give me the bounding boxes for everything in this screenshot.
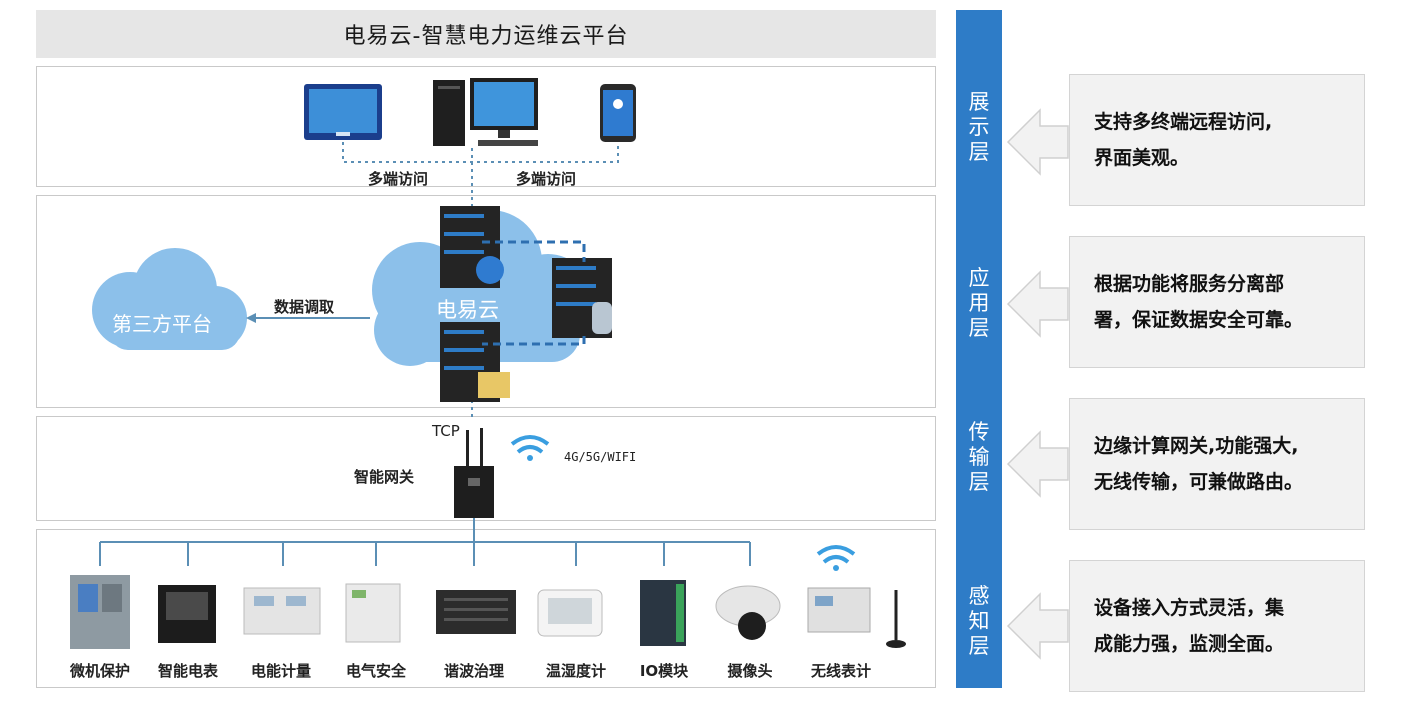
desc-line: 设备接入方式灵活，集 — [1094, 597, 1285, 619]
smart-gateway-icon — [454, 428, 494, 518]
relay-protection-device-icon — [70, 575, 130, 649]
device-label: IO模块 — [639, 662, 689, 680]
layer-label-transport: 传输层 — [968, 420, 990, 494]
desc-line: 界面美观。 — [1094, 147, 1190, 169]
desktop-pc-icon — [433, 78, 538, 146]
mobile-phone-icon — [600, 84, 636, 142]
device-label: 温湿度计 — [545, 662, 606, 680]
gateway-label: 智能网关 — [354, 468, 415, 486]
server-top-icon — [440, 206, 504, 288]
server-bottom-icon — [440, 322, 510, 402]
arrow-left-icon — [1006, 108, 1069, 176]
electrical-safety-device-icon — [345, 583, 401, 643]
device-label: 电气安全 — [345, 662, 406, 680]
arrow-left-icon — [1006, 592, 1069, 660]
arrow-left-icon — [1006, 270, 1069, 338]
device-label: 微机保护 — [69, 662, 130, 680]
access-label-right: 多端访问 — [516, 170, 577, 188]
arrow-left-icon — [1006, 430, 1069, 498]
wifi-icon — [510, 435, 550, 461]
layer-label-display: 展示层 — [968, 90, 990, 164]
harmonic-filter-icon — [436, 590, 516, 634]
access-label-left: 多端访问 — [368, 170, 429, 188]
desc-line: 无线传输，可兼做路由。 — [1094, 471, 1304, 493]
smart-meter-icon — [158, 585, 216, 643]
desc-box-perception: 设备接入方式灵活，集成能力强，监测全面。 — [1069, 560, 1365, 692]
device-label: 谐波治理 — [443, 662, 504, 680]
network-type-label: 4G/5G/WIFI — [564, 450, 637, 464]
device-label: 摄像头 — [727, 662, 773, 680]
energy-meter-icon — [243, 587, 321, 635]
wireless-signal-icon — [816, 545, 856, 571]
device-label: 智能电表 — [157, 662, 218, 680]
third-party-platform-label: 第三方平台 — [112, 312, 212, 336]
wireless-meter-icon — [807, 587, 906, 648]
layer-label-perception: 感知层 — [968, 584, 990, 658]
camera-icon — [715, 585, 781, 640]
desc-box-application: 根据功能将服务分离部署，保证数据安全可靠。 — [1069, 236, 1365, 368]
desc-line: 署，保证数据安全可靠。 — [1094, 309, 1304, 331]
desc-line: 成能力强，监测全面。 — [1094, 633, 1285, 655]
device-label: 无线表计 — [810, 662, 871, 680]
layer-label-application: 应用层 — [968, 266, 990, 340]
layer-bar: 展示层 应用层 传输层 感知层 — [956, 10, 1002, 688]
platform-title: 电易云-智慧电力运维云平台 — [36, 10, 936, 58]
third-party-cloud-icon — [92, 248, 247, 350]
desc-line: 边缘计算网关,功能强大, — [1094, 435, 1299, 457]
desc-box-transport: 边缘计算网关,功能强大, 无线传输，可兼做路由。 — [1069, 398, 1365, 530]
tcp-label: TCP — [432, 422, 460, 440]
io-module-icon — [640, 580, 686, 646]
data-call-label: 数据调取 — [274, 298, 335, 316]
desc-line: 根据功能将服务分离部 — [1094, 273, 1285, 295]
architecture-diagram — [70, 78, 906, 649]
tablet-icon — [304, 84, 382, 140]
device-label: 电能计量 — [250, 662, 311, 680]
desc-line: 支持多终端远程访问, — [1094, 111, 1273, 133]
yiyun-cloud-label: 电易云 — [436, 298, 499, 322]
server-right-icon — [552, 258, 612, 338]
thermo-hygrometer-icon — [537, 589, 603, 637]
desc-box-display: 支持多终端远程访问, 界面美观。 — [1069, 74, 1365, 206]
